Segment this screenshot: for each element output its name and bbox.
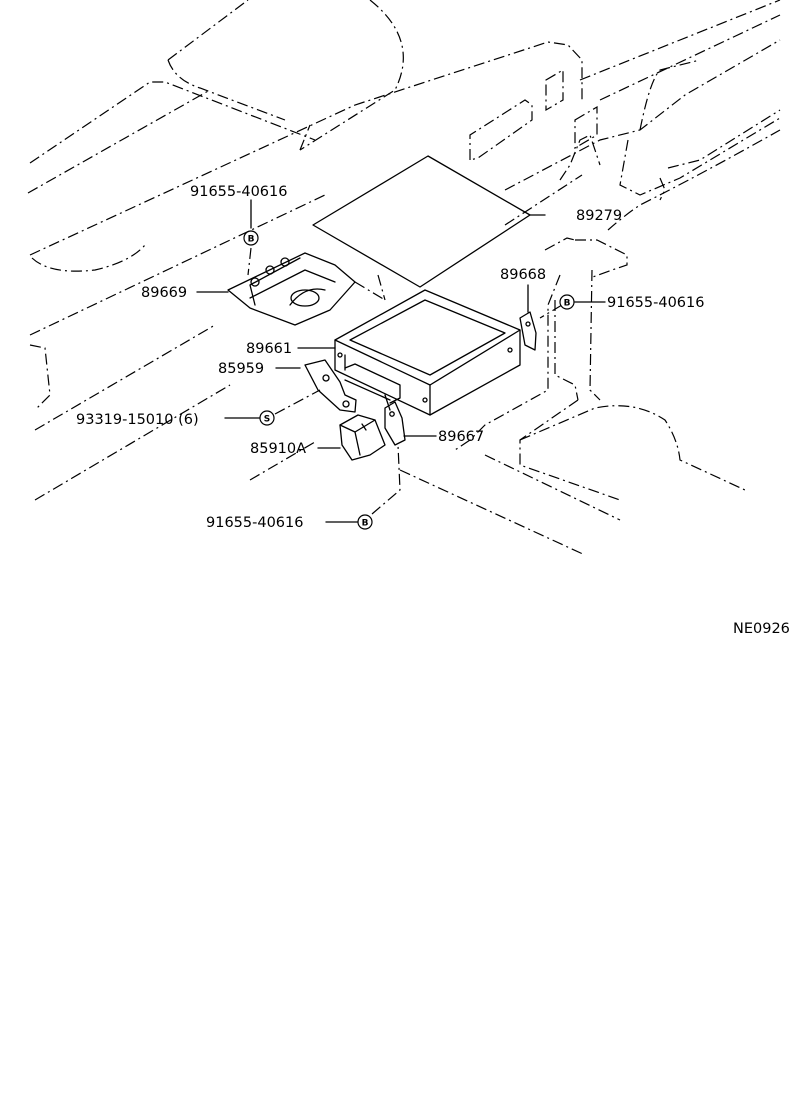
part-label-89668: 89668 bbox=[500, 267, 546, 283]
svg-text:B: B bbox=[362, 519, 369, 529]
diagram-code: NE0926 bbox=[733, 621, 790, 637]
bolt-badge: B bbox=[559, 294, 575, 310]
part-label-85959: 85959 bbox=[218, 361, 264, 377]
svg-text:B: B bbox=[248, 235, 255, 245]
bracket-89667-shape bbox=[384, 401, 406, 446]
bolt-badge: B bbox=[357, 514, 373, 530]
part-label-89669: 89669 bbox=[141, 285, 187, 301]
part-label-89279: 89279 bbox=[576, 208, 622, 224]
part-label-91655-top: 91655-40616 bbox=[190, 184, 288, 200]
bracket-89668-shape bbox=[519, 311, 537, 351]
svg-text:S: S bbox=[264, 415, 270, 425]
sheet-89279-shape bbox=[312, 155, 546, 288]
part-label-89667: 89667 bbox=[438, 429, 484, 445]
relay-85910a-shape bbox=[339, 414, 386, 461]
part-label-93319: 93319-15010 (6) bbox=[76, 412, 199, 428]
bolt-badge: B bbox=[243, 230, 259, 246]
svg-text:B: B bbox=[564, 299, 571, 309]
bracket-85959-shape bbox=[304, 359, 357, 413]
part-label-91655-bottom: 91655-40616 bbox=[206, 515, 304, 531]
part-label-89661: 89661 bbox=[246, 341, 292, 357]
vehicle-body-outline bbox=[27, 0, 781, 556]
ecu-89661-shape bbox=[334, 289, 521, 416]
part-label-85910a: 85910A bbox=[250, 441, 306, 457]
screw-badge: S bbox=[259, 410, 275, 426]
part-label-91655-right: 91655-40616 bbox=[607, 295, 705, 311]
leader-lines bbox=[196, 199, 606, 523]
bracket-89669-shape bbox=[227, 252, 386, 326]
